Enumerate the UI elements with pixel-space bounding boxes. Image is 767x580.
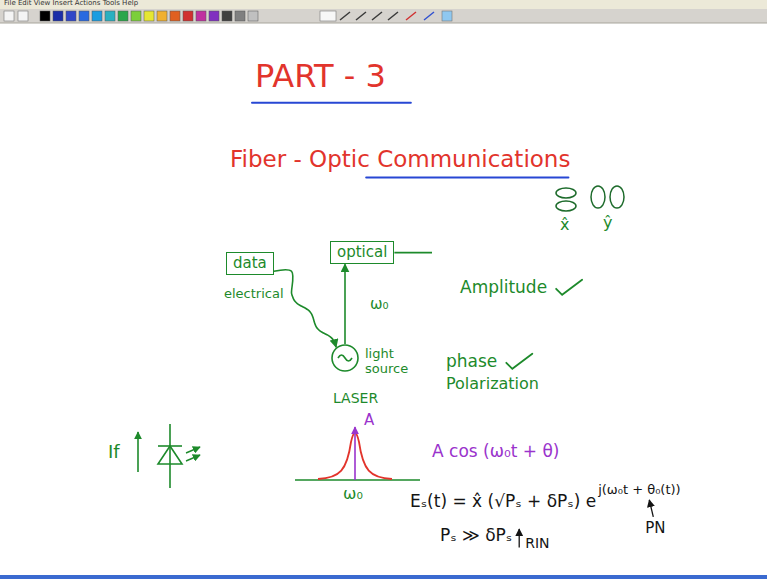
spectral-line	[354, 427, 356, 480]
node-label: data	[233, 255, 267, 272]
diode-bar	[158, 445, 182, 447]
toolbar-swatches	[40, 11, 258, 21]
emission-arrow	[186, 455, 200, 461]
noise-label: PN	[645, 520, 665, 537]
signal-label: electrical	[224, 287, 284, 302]
polarization-axis: x̂	[560, 216, 569, 234]
toolbar-color-swatch	[79, 11, 89, 21]
source-outline	[331, 344, 359, 372]
toolbar-pen-icon	[424, 12, 434, 20]
mode-lobe	[610, 186, 624, 208]
toolbar-color-swatch	[92, 11, 102, 21]
diode-symbol	[158, 446, 182, 464]
modulation-parameter: Polarization	[446, 375, 539, 393]
toolbar-color-swatch	[118, 11, 128, 21]
menu-text: File Edit View Insert Actions Tools Help	[4, 0, 138, 7]
source-circle	[332, 345, 358, 371]
toolbar-color-swatch	[66, 11, 76, 21]
toolbar-color-swatch	[235, 11, 245, 21]
toolbar-color-swatch	[209, 11, 219, 21]
equation-exponent: j(ω₀t + θ₀(t))	[598, 483, 681, 498]
toolbar-pen-icon	[406, 12, 416, 20]
node-label: optical	[337, 244, 387, 261]
toolbar-color-swatch	[170, 11, 180, 21]
modulation-parameter: Amplitude	[460, 278, 547, 298]
toolbar-icon	[442, 11, 452, 21]
optical-modulator-box: optical	[330, 241, 394, 264]
node-label: light source	[365, 347, 419, 377]
source-type: LASER	[333, 390, 378, 406]
toolbar-icon	[320, 11, 336, 21]
subtitle: Fiber - Optic Communications	[230, 146, 570, 172]
toolbar-border	[0, 23, 767, 24]
electrical-drive-arrow	[274, 270, 336, 347]
light-source-circle: light source	[331, 344, 359, 372]
diode-lead	[169, 424, 171, 488]
title-underline	[252, 102, 411, 104]
noise-label: RIN	[525, 535, 549, 551]
optical-output-line	[394, 252, 432, 254]
frequency-label: ω₀	[370, 296, 389, 313]
current-arrow	[137, 432, 139, 472]
toolbar-color-swatch	[196, 11, 206, 21]
data-box: data	[226, 252, 274, 275]
toolbar	[0, 9, 767, 23]
toolbar-color-swatch	[144, 11, 154, 21]
subtitle-underline	[366, 176, 568, 178]
frequency-label: ω₀	[343, 485, 363, 503]
toolbar-color-swatch	[40, 11, 50, 21]
toolbar-color-swatch	[53, 11, 63, 21]
bottom-bar	[0, 575, 767, 579]
toolbar-color-swatch	[105, 11, 115, 21]
equation: A cos (ω₀t + θ)	[432, 442, 559, 462]
toolbar-color-swatch	[131, 11, 141, 21]
toolbar-color-swatch	[248, 11, 258, 21]
emission-arrow	[186, 447, 200, 453]
leader-arrow	[649, 500, 653, 517]
equation: Eₛ(t) = x̂ (√Pₛ + δPₛ) e	[410, 492, 596, 512]
toolbar-pen-icons	[340, 12, 398, 20]
slide-title: PART - 3	[255, 58, 386, 95]
equation: Pₛ ≫ δPₛ	[440, 526, 512, 546]
frequency-axis	[295, 479, 420, 481]
check-mark	[506, 354, 532, 369]
check-mark	[556, 280, 582, 295]
toolbar-icon	[4, 11, 14, 21]
toolbar-color-swatch	[222, 11, 232, 21]
leader-arrow	[519, 529, 520, 548]
toolbar-icon	[18, 11, 28, 21]
modulation-parameter: phase	[446, 352, 497, 372]
toolbar-color-swatch	[183, 11, 193, 21]
polarization-axis: ŷ	[603, 214, 612, 232]
toolbar-color-swatch	[157, 11, 167, 21]
menu-bar	[0, 0, 767, 9]
mode-lobe	[591, 186, 605, 208]
mode-lobe	[556, 201, 576, 211]
optical-feed-arrow	[344, 264, 346, 344]
sine-symbol	[338, 355, 352, 361]
current-label: If	[108, 442, 120, 463]
amplitude-label: A	[364, 412, 374, 429]
mode-lobe	[556, 188, 576, 198]
